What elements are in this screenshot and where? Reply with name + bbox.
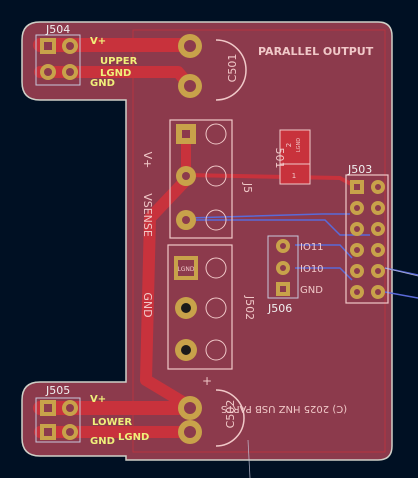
c501-ref: C501 [226,54,239,83]
j502-outline [167,244,233,370]
connector-j504[interactable]: J504 V+ GND UPPER LGND [35,23,138,89]
j505-gnd: GND [90,436,115,447]
j506-ref: J506 [267,302,292,315]
inner-keepout [132,29,386,453]
r501-pad2: 2 [285,143,293,147]
board-main-outline [21,21,393,461]
j5-ref: J5 [241,182,254,193]
j504-net-upper: UPPER [100,56,138,67]
r501-ref: 501 [273,148,286,169]
connector-j505[interactable]: J505 V+ GND LOWER LGND [35,384,149,447]
connector-j506[interactable]: IO11 IO10 GND J506 [267,235,324,315]
trace-gnd-back [295,267,353,281]
label-vplus: V+ [141,152,154,169]
trace-io10-back [187,213,350,219]
j502-pad-lgnd: LGND [177,266,194,273]
j505-courtyard [35,397,81,443]
c502-plus: + [202,374,212,388]
c502-outline [215,389,245,447]
trace-gnd-vertical [140,174,192,410]
j504-courtyard [35,34,81,86]
label-gnd-vertical: GND [141,292,154,317]
ratsnest [247,267,418,478]
c501-outline [215,39,247,101]
r501-pad1: 1 [292,172,296,180]
board-outline [21,21,393,461]
r501-value: LGND [296,138,302,152]
j5-hole-3 [205,209,227,231]
j502-ref: J502 [243,295,256,320]
r501-pad-1 [279,163,311,185]
trace-right-back-2 [384,291,418,299]
c502-ref: C502 [224,400,237,429]
j506-courtyard [267,235,299,299]
label-vsense: VSENSE [141,193,154,237]
j506-gnd: GND [300,285,323,296]
j504-gnd: GND [90,78,115,89]
j503-ref: J503 [347,163,372,176]
j504-vplus: V+ [90,36,106,47]
capacitor-c501[interactable]: C501 [178,34,247,101]
connector-j5[interactable]: J5 V+ VSENSE [141,119,254,239]
trace-io11-back [295,244,353,259]
j505-net-lgnd: LGND [118,432,149,443]
j503-pins [350,180,385,299]
j505-net-lower: LOWER [92,417,132,428]
j502-hole-3 [205,339,227,361]
j506-io11: IO11 [300,242,324,253]
j505-ref: J505 [45,384,70,397]
j506-io10: IO10 [300,264,324,275]
j503-courtyard [345,174,389,304]
component-r501[interactable]: 2 LGND 1 501 [273,129,311,185]
j504-net-lgnd: LGND [100,68,131,79]
board-title: PARALLEL OUTPUT [258,45,374,58]
j502-hole-1 [205,257,227,279]
j502-hole-2 [205,297,227,319]
j504-ref: J504 [45,23,70,36]
j5-hole-1 [205,123,227,145]
j5-outline [169,119,233,239]
j5-hole-2 [205,165,227,187]
connector-j502[interactable]: LGND J502 GND [141,244,256,370]
connector-j503[interactable]: J503 [345,163,389,304]
j505-vplus: V+ [90,394,106,405]
capacitor-c502[interactable]: C502 + [178,374,245,447]
copyright-text: (C) 2025 HNZ USB PARTS [221,403,347,414]
